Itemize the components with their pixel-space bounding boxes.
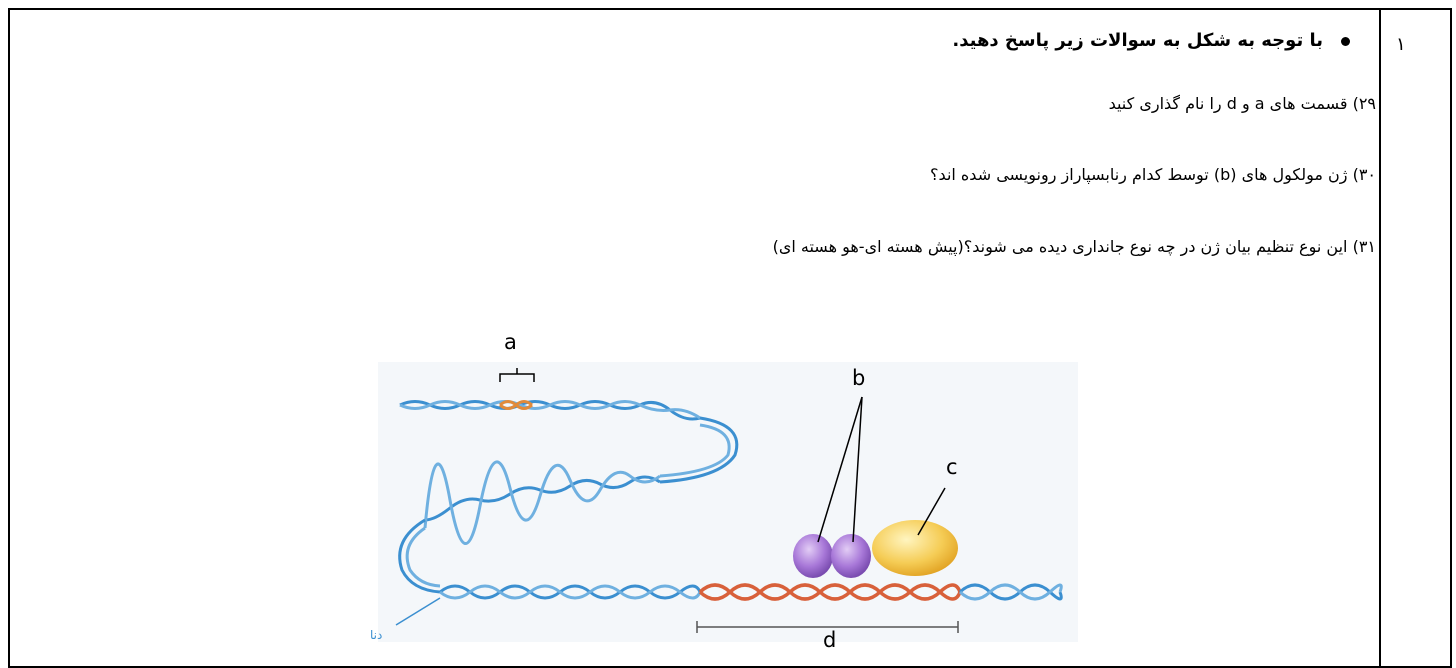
question-content: با توجه به شکل به سوالات زیر پاسخ دهید. … — [80, 8, 1376, 653]
label-c: c — [946, 455, 958, 479]
label-dna: دنا — [370, 628, 383, 642]
label-a: a — [504, 330, 517, 354]
instruction-heading: با توجه به شکل به سوالات زیر پاسخ دهید. — [952, 30, 1350, 51]
question-number: ١ — [1396, 34, 1406, 55]
label-b: b — [852, 366, 866, 390]
question-30: ۳۰) ژن مولکول های (b) توسط کدام رنابسپار… — [930, 165, 1376, 184]
label-d: d — [823, 628, 837, 652]
question-29: ۲۹) قسمت های a و d را نام گذاری کنید — [1108, 94, 1376, 113]
bullet-icon — [1341, 36, 1350, 46]
column-divider — [1379, 8, 1381, 668]
question-31: ۳۱) این نوع تنظیم بیان ژن در چه نوع جاند… — [772, 237, 1376, 256]
instruction-text: با توجه به شکل به سوالات زیر پاسخ دهید. — [952, 30, 1323, 51]
